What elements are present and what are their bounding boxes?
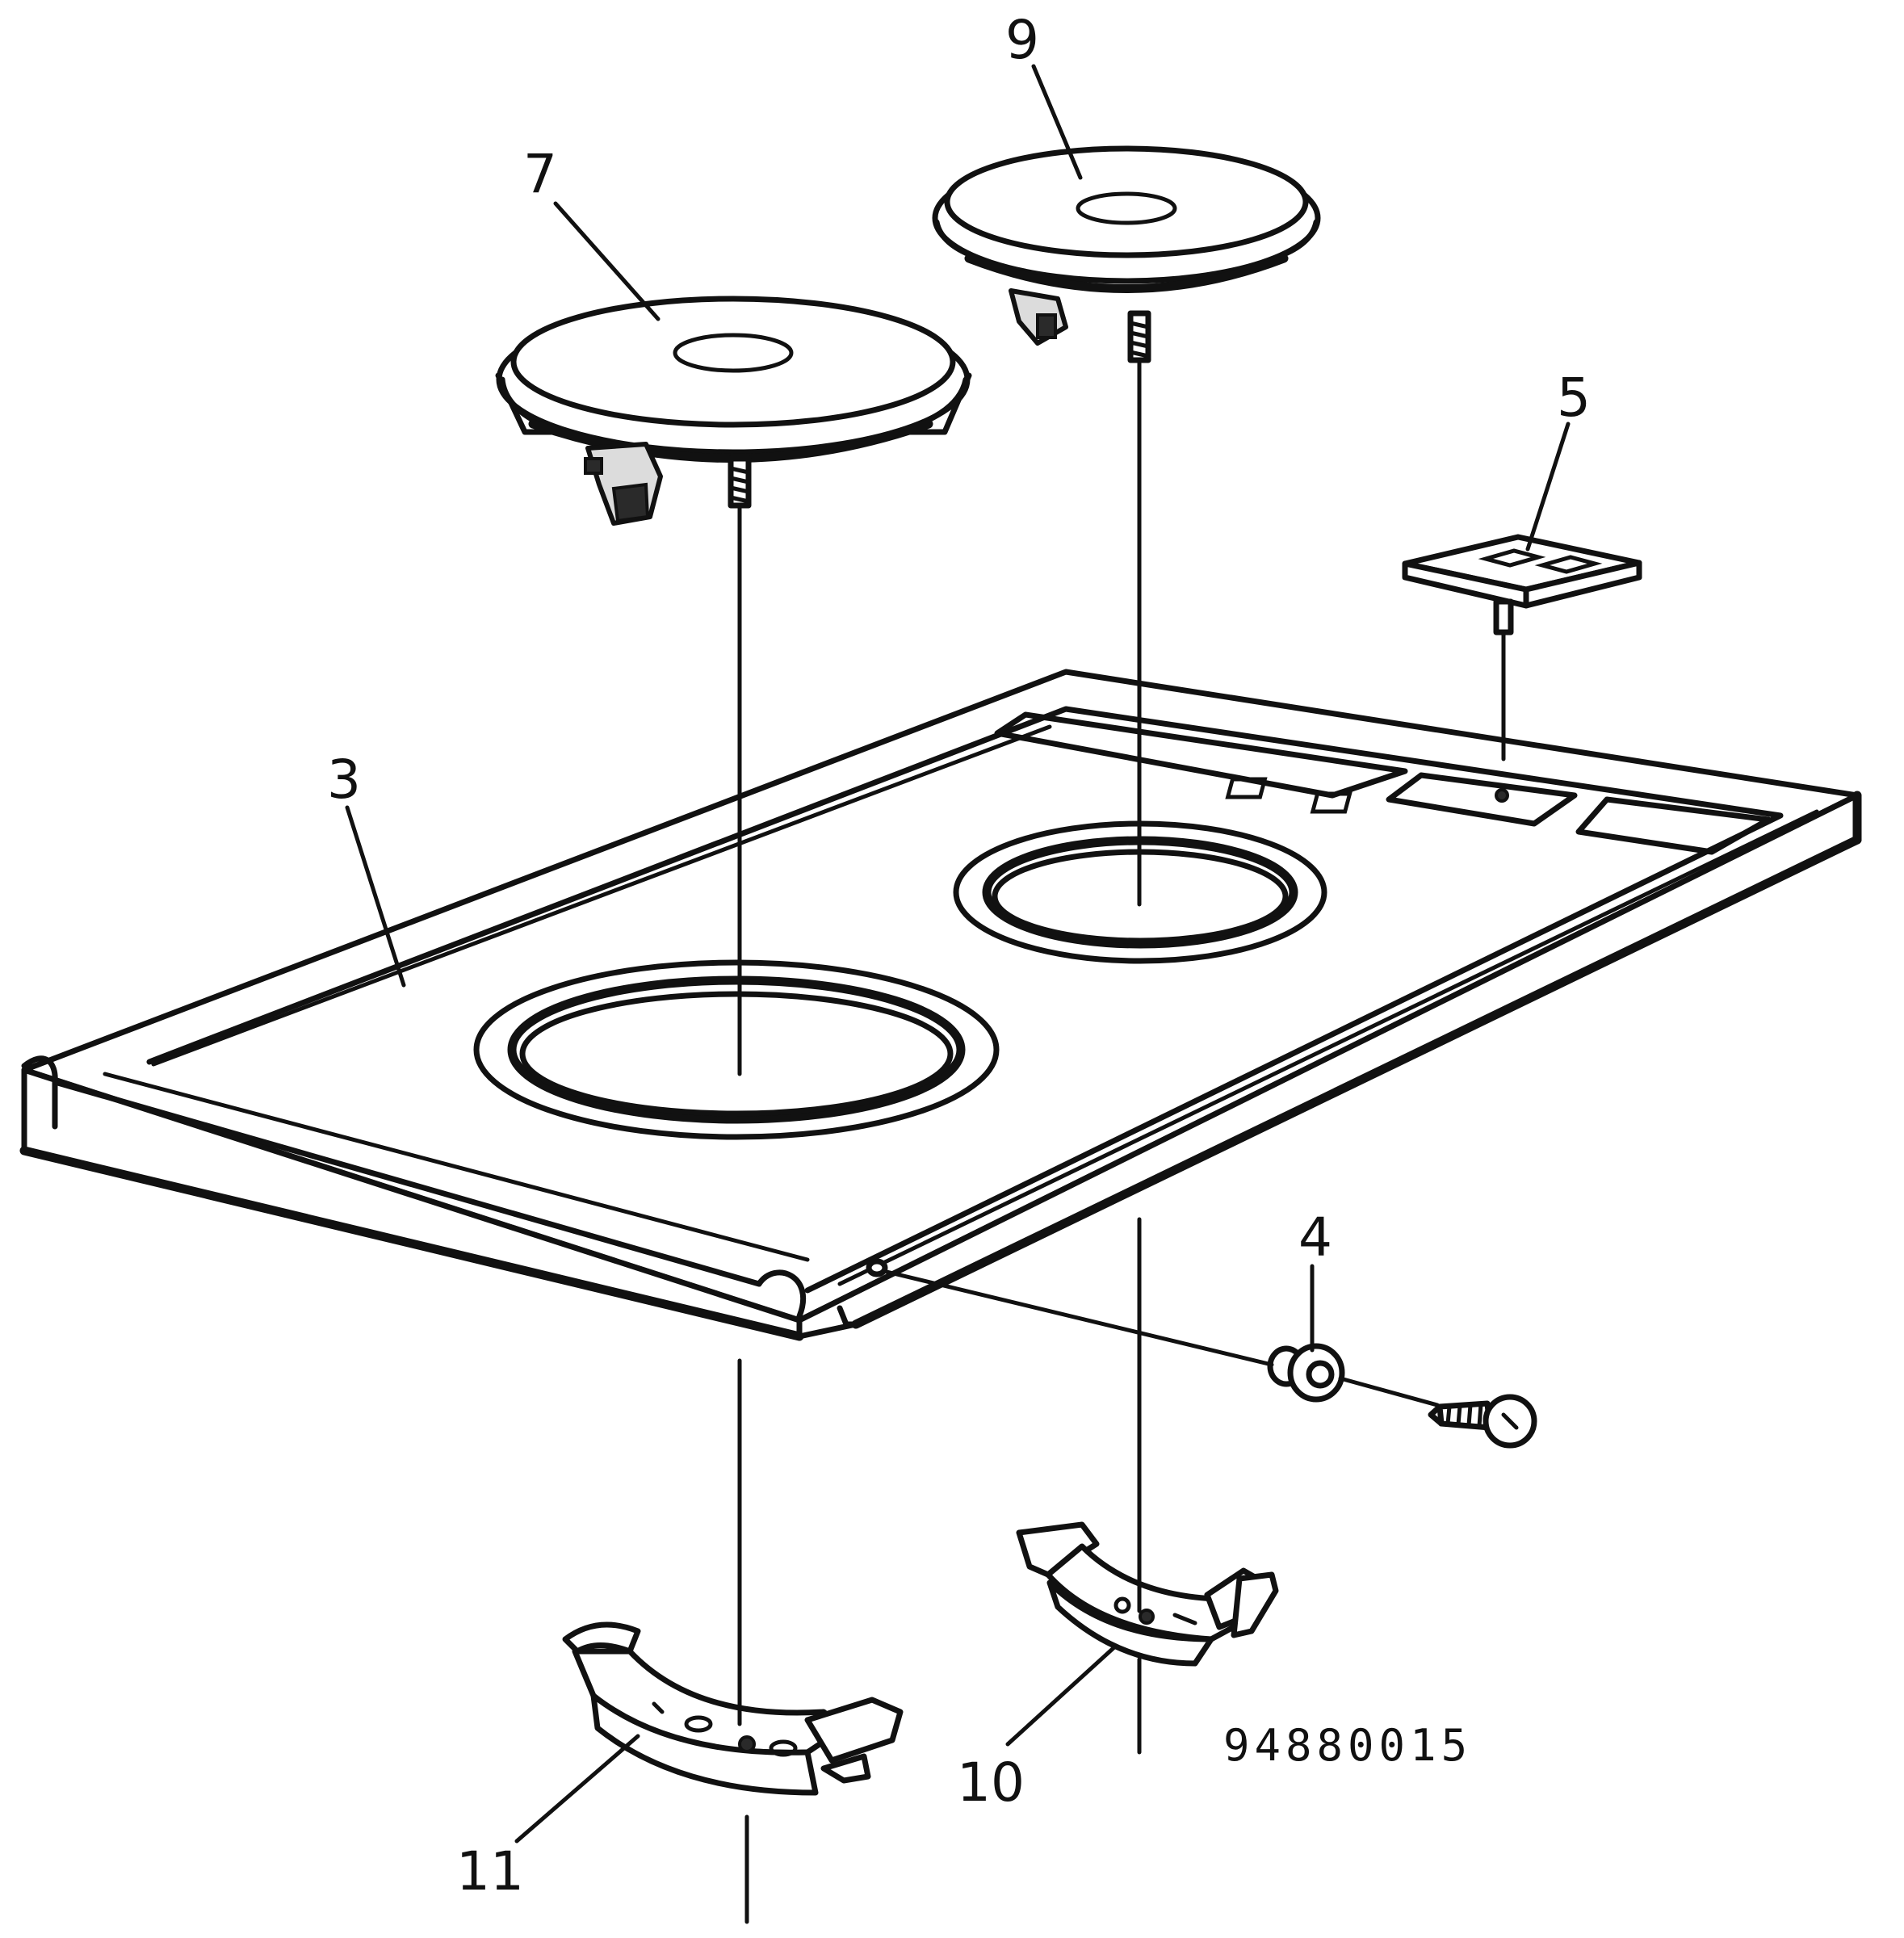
- clamp-bracket-left: [562, 1621, 904, 1796]
- indicator-lens: [1402, 534, 1642, 636]
- mounting-bush: [1267, 1343, 1345, 1403]
- callout-leaders: [345, 64, 1571, 1844]
- callout-5: 5: [1557, 367, 1591, 429]
- hotplate-connector: [1009, 288, 1068, 346]
- small-hotplate: [932, 145, 1321, 363]
- control-panel-recess: [994, 711, 1772, 855]
- callout-4: 4: [1298, 1206, 1332, 1269]
- fixing-screw: [1428, 1394, 1537, 1449]
- callout-11: 11: [456, 1840, 524, 1902]
- callout-7: 7: [523, 143, 557, 205]
- callout-9: 9: [1005, 9, 1039, 71]
- callout-10: 10: [957, 1751, 1025, 1814]
- large-burner-opening: [473, 959, 1000, 1140]
- drawing-number: 94880015: [1223, 1720, 1472, 1771]
- hotplate-stud: [1127, 310, 1151, 363]
- clamp-bracket-right: [1016, 1521, 1279, 1667]
- callout-labels: 9 7 5 3 4 10 11 94880015: [327, 9, 1591, 1902]
- large-hotplate: [495, 296, 972, 526]
- hotplate-connector: [584, 442, 663, 526]
- hotplate-stud: [728, 455, 752, 509]
- hob-top-plate: [19, 669, 1862, 1341]
- callout-3: 3: [327, 749, 361, 811]
- assembly-lines: [737, 361, 1506, 1924]
